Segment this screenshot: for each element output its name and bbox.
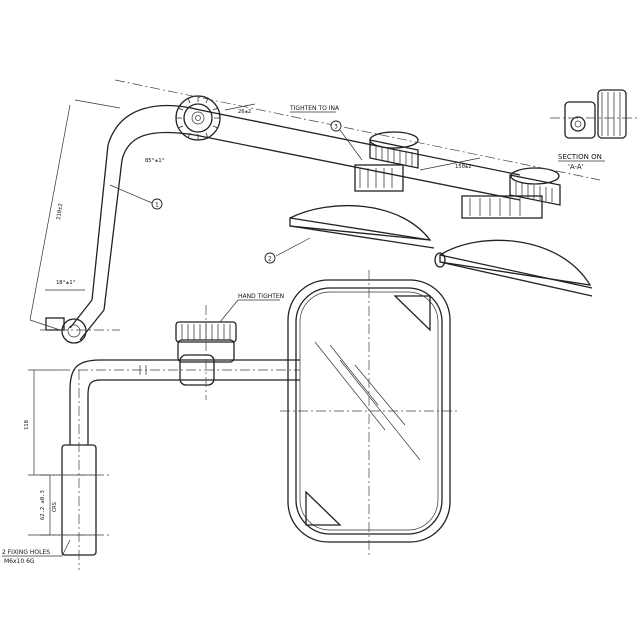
balloon-3: 3 [330, 120, 363, 161]
dim-height-1: 118 [24, 420, 30, 430]
dimension-lines-lower [28, 365, 147, 536]
dim-height-2: 62.2 ±0.3 [40, 490, 46, 520]
label-fixing-holes: 2 FIXING HOLES [2, 549, 50, 556]
dim-mirror-offset: 150±2 [455, 164, 472, 170]
label-fixing-thread: M6x10 6G [4, 558, 35, 565]
dim-arm-length: 210±2 [56, 203, 64, 220]
label-tighten: TIGHTEN TO INA [289, 105, 340, 112]
label-hand-tighten: HAND TIGHTEN [238, 293, 284, 300]
svg-text:1: 1 [155, 202, 159, 209]
dimension-lines-upper [29, 79, 601, 331]
fixing-block [40, 444, 110, 556]
section-subtitle: 'A-A' [568, 163, 584, 171]
dim-clamp-offset: 26±2 [238, 109, 251, 115]
dim-angle-lower: 18°±1° [56, 280, 76, 286]
upper-view: 210±2 85°±1° 18°±1° 26±2 150±2 TIGHTEN T… [29, 79, 601, 344]
lower-arm [60, 359, 300, 570]
lower-view: HAND TIGHTEN 118 62.2 ± [2, 270, 460, 570]
section-title: SECTION ON [558, 153, 602, 161]
section-view: SECTION ON 'A-A' [550, 89, 640, 171]
clamp-knob-middle [354, 131, 419, 192]
dim-angle-upper: 85°±1° [145, 158, 165, 164]
upper-arm [69, 104, 521, 341]
mirror-edge-right [434, 239, 593, 297]
hand-knob [175, 305, 237, 400]
svg-text:3: 3 [334, 124, 338, 131]
clamp-knob-right [461, 167, 561, 219]
balloon-1: 1 [109, 184, 163, 210]
bend-knob [175, 95, 221, 141]
dim-height-2-sub: CRS [52, 502, 58, 512]
mirror-edge-left [289, 204, 435, 249]
mirror-head [280, 270, 460, 555]
balloon-2: 2 [264, 237, 311, 264]
svg-text:2: 2 [268, 256, 272, 263]
